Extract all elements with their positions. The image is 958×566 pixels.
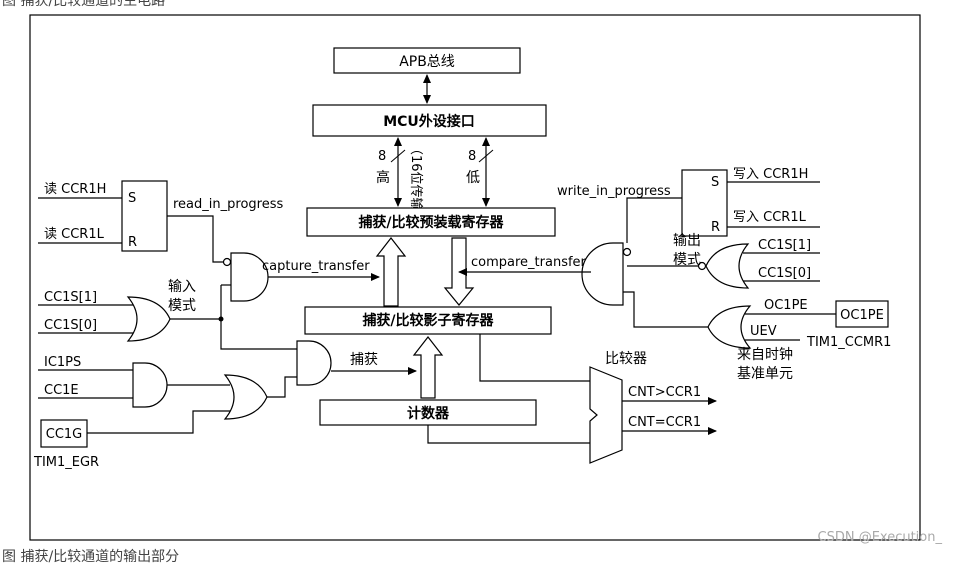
read-latch-s: S (128, 191, 136, 206)
low-bus-width: 8 (468, 149, 476, 164)
write-latch-s: S (711, 175, 719, 190)
write-latch-r: R (711, 220, 720, 235)
compare-transfer-label: compare_transfer (471, 255, 587, 270)
ic1ps-cc1e-and-gate (132, 362, 168, 408)
tim1-ccmr1-label: TIM1_CCMR1 (806, 335, 891, 350)
oc1pe-block-label: OC1PE (840, 308, 884, 323)
input-mode-label-2: 模式 (168, 298, 196, 314)
counter-to-comparator-wire (427, 425, 590, 444)
comparator-label: 比较器 (605, 351, 647, 367)
uev-label: UEV (750, 324, 777, 339)
cnt-eq-label: CNT=CCR1 (628, 415, 701, 430)
capture-final-and-gate (296, 340, 332, 386)
oc1pe-uev-gate (707, 305, 752, 349)
read-ccr1h-label: 读 CCR1H (44, 182, 106, 197)
outer-frame (29, 14, 921, 541)
preload-register-block: 捕获/比较预装载寄存器 (306, 207, 556, 237)
cc1s1-left-label: CC1S[1] (44, 290, 97, 305)
oc1pe-block: OC1PE (835, 300, 889, 328)
capture-label: 捕获 (350, 352, 378, 368)
cc1g-wire (87, 410, 230, 434)
cc1g-block: CC1G (40, 419, 88, 448)
compare-invert-bubble (622, 247, 632, 257)
capture-and-gate (230, 252, 269, 302)
oc1pe-label: OC1PE (764, 298, 808, 313)
write-ccr1l-label: 写入 CCR1L (733, 210, 807, 225)
cc1s0-left-label: CC1S[0] (44, 318, 97, 333)
write-in-progress-wire (626, 197, 682, 243)
shadow-register-label: 捕获/比较影子寄存器 (362, 312, 494, 329)
cc1e-label: CC1E (44, 383, 79, 398)
input-mode-label-1: 输入 (168, 279, 196, 295)
shadow-to-comparator-wire (479, 334, 590, 382)
comparator-symbol (589, 366, 623, 464)
counter-to-shadow-arrow (412, 336, 444, 399)
output-mode-label-1: 输出 (673, 233, 701, 249)
preload-register-label: 捕获/比较预装载寄存器 (358, 214, 504, 231)
capture-or-gate (223, 374, 268, 420)
output-mode-nor-gate (705, 243, 750, 289)
input-mode-or-gate (126, 296, 171, 342)
or-to-final-and-wire (267, 376, 297, 398)
cc1s1-right-label: CC1S[1] (758, 238, 811, 253)
high-label: 高 (376, 169, 390, 186)
from-clock-label-2: 基准单元 (737, 365, 793, 382)
output-mode-invert-bubble (697, 261, 707, 271)
watermark: CSDN @Execution_ (817, 530, 943, 545)
apb-bus-label: APB总线 (399, 54, 455, 70)
read-in-progress-wire (167, 215, 231, 263)
shadow-register-block: 捕获/比较影子寄存器 (304, 306, 552, 335)
read-sr-latch: S R (121, 180, 168, 252)
gate-to-compare-wire (623, 291, 708, 328)
from-clock-label-1: 来自时钟 (737, 346, 793, 363)
shadow-to-preload-arrow (375, 237, 407, 307)
read-ccr1l-label: 读 CCR1L (44, 227, 105, 242)
low-label: 低 (466, 170, 480, 186)
ic1ps-label: IC1PS (44, 355, 81, 370)
write-ccr1h-label: 写入 CCR1H (733, 167, 808, 182)
input-mode-to-capture-and (220, 319, 297, 350)
apb-bus-block: APB总线 (333, 47, 521, 74)
bottom-caption: 图 捕获/比较通道的输出部分 (2, 549, 180, 565)
tim1-egr-label: TIM1_EGR (33, 455, 99, 470)
read-in-progress-label: read_in_progress (173, 197, 283, 212)
read-latch-r: R (128, 235, 137, 250)
capture-transfer-label: capture_transfer (262, 259, 370, 274)
high-bus-width: 8 (378, 149, 386, 164)
write-in-progress-label: write_in_progress (557, 184, 671, 199)
output-mode-label-2: 模式 (673, 252, 701, 268)
cc1s0-right-label: CC1S[0] (758, 266, 811, 281)
capture-invert-bubble (222, 257, 232, 267)
write-sr-latch: S R (681, 169, 728, 237)
sixteen-bit-label: （16位传输） (408, 142, 424, 224)
cc1g-label: CC1G (46, 427, 83, 442)
cnt-gt-label: CNT>CCR1 (628, 385, 701, 400)
mcu-interface-label: MCU外设接口 (383, 113, 475, 130)
capture-compare-diagram: APB总线 MCU外设接口 8 高 8 低 （16位传输） 捕获/比较预装载寄存… (29, 14, 921, 541)
counter-block: 计数器 (319, 399, 537, 426)
mcu-interface-block: MCU外设接口 (312, 104, 547, 137)
compare-and-gate (581, 242, 624, 306)
low-bus-slash (478, 149, 494, 163)
top-caption: 图 捕获/比较通道的主电路 (2, 0, 166, 9)
high-bus-slash (390, 149, 406, 163)
counter-label: 计数器 (407, 405, 450, 422)
